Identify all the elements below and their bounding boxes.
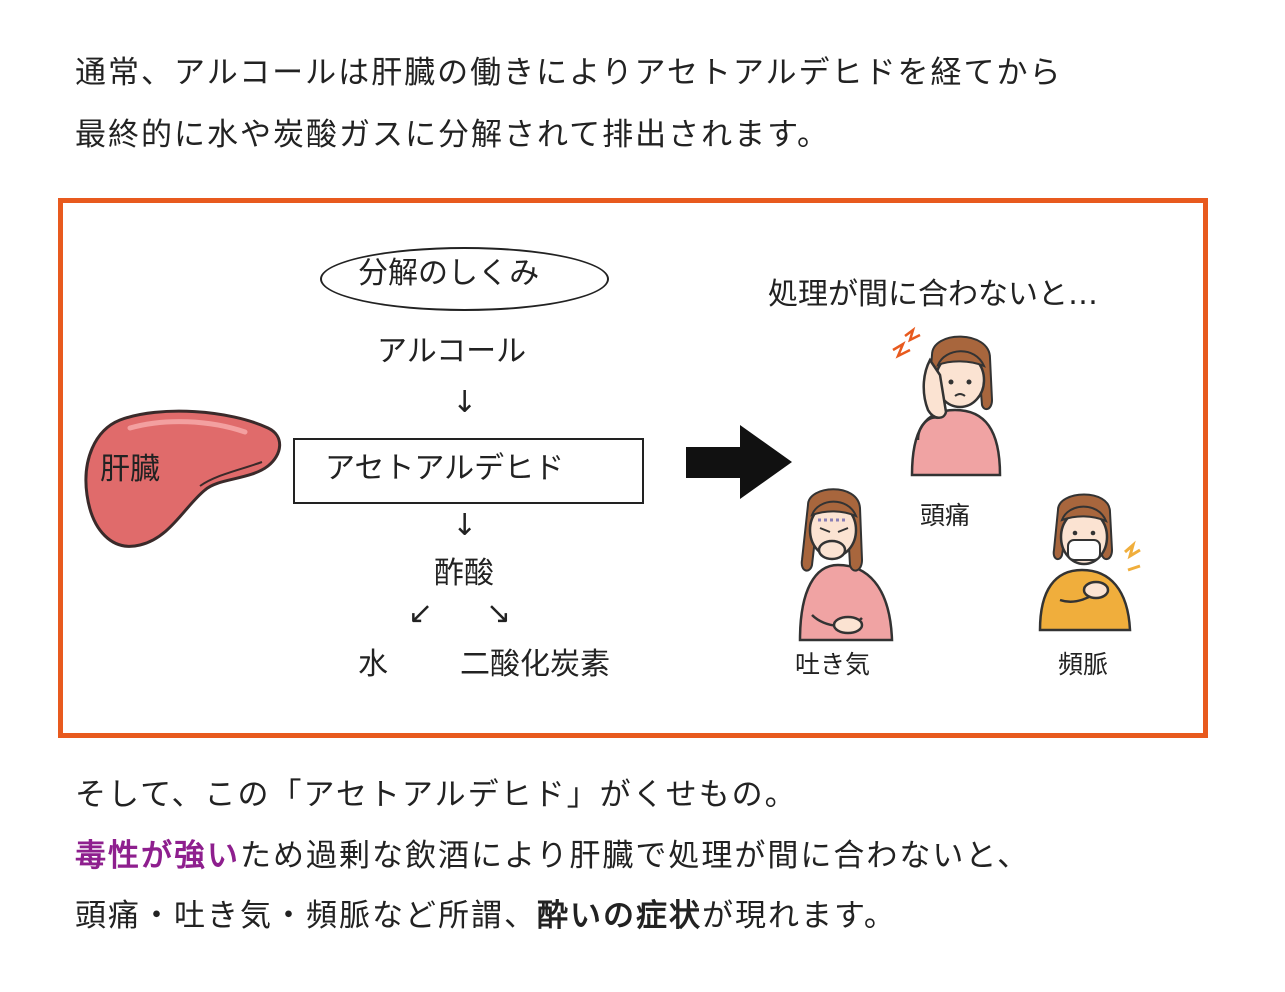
outro-line-3: 頭痛・吐き気・頻脈など所謂、酔いの症状が現れます。 [75,901,897,932]
effect-headache: 頭痛 [920,501,971,530]
effect-palpitation: 頻脈 [1058,650,1109,679]
diagram-frame [58,198,1208,738]
outro-line-3-end: が現れます。 [702,898,897,934]
arrow-down-right-icon: ↘ [486,596,512,631]
liver-icon [84,409,282,548]
step-acetaldehyde: アセトアルデヒド [325,451,565,486]
big-right-arrow-icon [686,425,792,499]
nausea-person-icon [798,488,894,642]
step-alcohol: アルコール [377,334,527,369]
effects-heading: 処理が間に合わないと… [768,277,1098,312]
arrow-down-icon-2: ↓ [452,508,478,543]
liver-label: 肝臓 [100,452,160,487]
intro-line-2: 最終的に水や炭酸ガスに分解されて排出されます。 [75,117,830,153]
diagram-title: 分解のしくみ [358,256,540,291]
intro-line-1: 通常、アルコールは肝臓の働きによりアセトアルデヒドを経てから [75,55,1063,91]
palpitation-person-icon [1038,493,1141,632]
product-water: 水 [358,647,388,682]
product-co2: 二酸化炭素 [460,647,610,682]
acetaldehyde-box [293,438,644,504]
toxicity-highlight: 毒性が強い [75,838,240,874]
outro-line-2: 毒性が強いため過剰な飲酒により肝臓で処理が間に合わないと、 [75,841,1030,872]
outro-line-2-rest: ため過剰な飲酒により肝臓で処理が間に合わないと、 [240,838,1031,874]
arrow-down-left-icon: ↙ [408,596,434,631]
step-acetic-acid: 酢酸 [434,556,494,591]
symptoms-bold: 酔いの症状 [537,898,702,934]
title-ellipse [320,247,609,311]
effect-nausea: 吐き気 [795,650,871,679]
headache-person-icon [892,326,1002,477]
arrow-down-icon: ↓ [452,385,478,420]
outro-line-1: そして、この「アセトアルデヒド」がくせもの。 [75,777,798,813]
outro-line-3-start: 頭痛・吐き気・頻脈など所謂、 [75,898,537,934]
